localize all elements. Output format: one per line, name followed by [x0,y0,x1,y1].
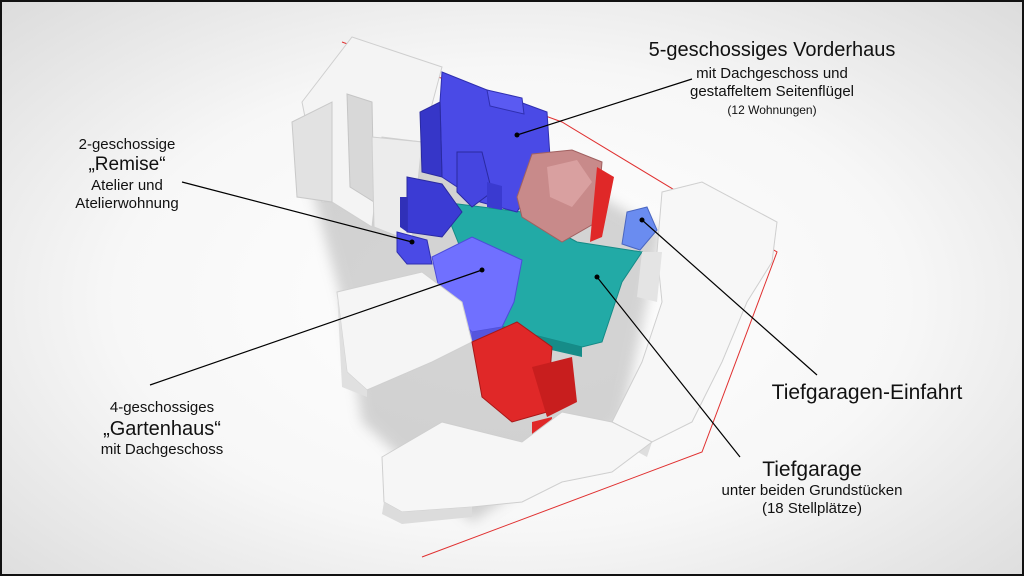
einfahrt-ramp [621,206,658,251]
remise-line3: Atelier und [91,176,163,194]
vorderhaus-line3: gestaffeltem Seitenflügel [690,83,854,100]
leader-dot-vorderhaus [514,132,520,138]
leader-line-einfahrt [641,219,818,376]
existing-building-south [381,411,653,524]
leader-dot-tiefgarage [594,274,600,280]
gartenhaus-line3: mit Dachgeschoss [100,441,224,458]
label-tiefgaragen-einfahrt: Tiefgaragen-Einfahrt [752,380,982,405]
leader-line-tiefgarage [596,276,741,458]
leader-line-vorderhaus [516,78,693,136]
vorderhaus-title: 5-geschossiges Vorderhaus [648,39,896,61]
remise-line1: 2-geschossige [78,136,176,153]
existing-building-center-red [516,149,614,243]
einfahrt-line1: Tiefgaragen-Einfahrt [771,381,963,404]
tiefgarage-line1: Tiefgarage [762,458,862,481]
label-vorderhaus: 5-geschossiges Vorderhaus mit Dachgescho… [627,38,917,117]
label-remise: 2-geschossige „Remise“ Atelier und Ateli… [52,136,202,213]
gartenhaus-line1: 4-geschossiges [109,399,215,416]
tiefgarage-line2: unter beiden Grundstücken [721,482,903,500]
label-gartenhaus: 4-geschossiges „Gartenhaus“ mit Dachgesc… [62,399,262,459]
remise-line2: „Remise“ [88,154,166,175]
leader-dot-einfahrt [639,217,645,223]
leader-line-remise [181,181,413,243]
label-tiefgarage: Tiefgarage unter beiden Grundstücken (18… [687,457,937,518]
remise-line4: Atelierwohnung [75,194,179,212]
leader-dot-gartenhaus [479,267,485,273]
leader-dot-remise [409,239,415,245]
vorderhaus-line4: (12 Wohnungen) [727,103,817,117]
vorderhaus-line2: mit Dachgeschoss und [696,65,848,82]
leader-line-gartenhaus [149,269,483,386]
existing-building-west [336,271,473,397]
gartenhaus-line2: „Gartenhaus“ [103,418,221,440]
vorderhaus-building [400,71,551,238]
tiefgarage-line3: (18 Stellplätze) [761,500,863,518]
